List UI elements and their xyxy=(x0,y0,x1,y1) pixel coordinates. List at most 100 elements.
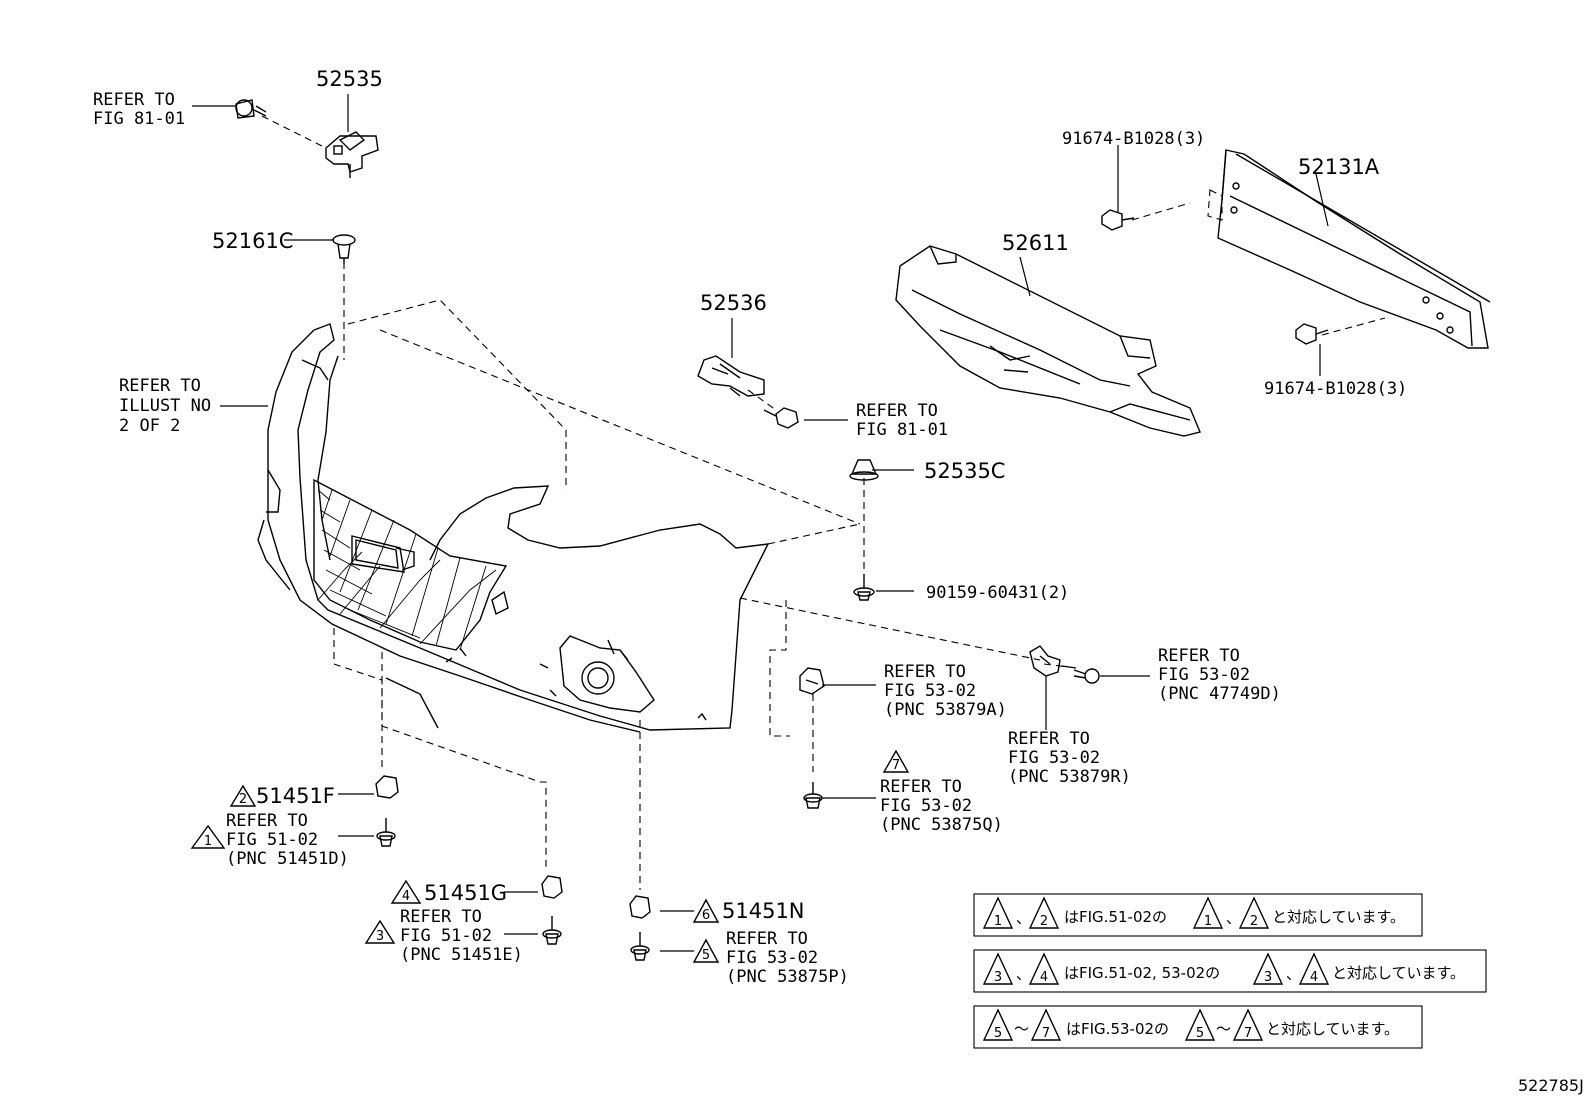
svg-text:1: 1 xyxy=(204,834,212,849)
clip-icon xyxy=(375,775,399,799)
svg-text:7: 7 xyxy=(892,758,900,773)
svg-text:と対応しています。: と対応しています。 xyxy=(1332,964,1465,982)
bracket-icon xyxy=(1029,645,1061,677)
callout-51451g: 51451G xyxy=(424,881,507,905)
svg-text:FIG 51-02: FIG 51-02 xyxy=(400,926,492,946)
note-box-3: 5 ～ 7 はFIG.53-02の 5 ～ 7 と対応しています。 xyxy=(973,1005,1423,1049)
refer-pnc-53875p: REFER TO FIG 53-02 (PNC 53875P) xyxy=(726,929,849,987)
svg-text:5: 5 xyxy=(994,1026,1002,1041)
svg-text:1: 1 xyxy=(994,914,1002,929)
bracket-52535-icon xyxy=(325,131,379,178)
svg-text:2: 2 xyxy=(239,792,247,807)
svg-text:REFER TO: REFER TO xyxy=(400,907,482,927)
svg-text:5: 5 xyxy=(702,948,710,963)
svg-text:3: 3 xyxy=(376,929,384,944)
bolt-icon xyxy=(235,99,267,119)
svg-text:4: 4 xyxy=(402,889,410,904)
screw-icon xyxy=(803,782,823,809)
triangle-marker-6: 6 xyxy=(692,898,720,923)
svg-text:REFER TO: REFER TO xyxy=(119,376,201,396)
svg-text:REFER TO: REFER TO xyxy=(884,662,966,682)
bolt-icon xyxy=(1101,209,1135,231)
svg-text:REFER TO: REFER TO xyxy=(880,777,962,797)
svg-text:(PNC 47749D): (PNC 47749D) xyxy=(1158,684,1281,704)
svg-text:はFIG.53-02の: はFIG.53-02の xyxy=(1066,1020,1169,1038)
grille-mesh-icon xyxy=(313,478,508,651)
svg-text:REFER TO: REFER TO xyxy=(1158,646,1240,666)
assembly-dashed-lines xyxy=(333,299,1041,890)
triangle-marker-7: 7 xyxy=(882,749,910,773)
svg-text:、: 、 xyxy=(1016,909,1031,927)
svg-text:はFIG.51-02, 53-02の: はFIG.51-02, 53-02の xyxy=(1064,964,1220,982)
callout-90159: 90159-60431(2) xyxy=(926,583,1069,603)
svg-text:3: 3 xyxy=(1264,970,1272,985)
svg-text:4: 4 xyxy=(1310,970,1318,985)
callout-52611: 52611 xyxy=(1002,231,1069,255)
triangle-marker-1: 1 xyxy=(190,824,226,849)
refer-pnc-47749d: REFER TO FIG 53-02 (PNC 47749D) xyxy=(1158,646,1281,704)
svg-text:FIG 81-01: FIG 81-01 xyxy=(856,420,948,440)
callout-52535: 52535 xyxy=(316,67,383,91)
bolt-icon xyxy=(763,407,799,429)
svg-text:2: 2 xyxy=(1250,914,1258,929)
svg-text:6: 6 xyxy=(702,908,710,923)
svg-text:はFIG.51-02の: はFIG.51-02の xyxy=(1064,908,1167,926)
svg-text:7: 7 xyxy=(1244,1026,1252,1041)
svg-text:5: 5 xyxy=(1196,1026,1204,1041)
reinforcement-52131a-icon xyxy=(1207,149,1491,349)
refer-pnc-53879a: REFER TO FIG 53-02 (PNC 53879A) xyxy=(884,662,1007,720)
screw-icon xyxy=(542,916,562,945)
svg-text:REFER TO: REFER TO xyxy=(226,811,308,831)
refer-illust-2-of-2: REFER TO ILLUST NO 2 OF 2 xyxy=(119,376,211,436)
svg-text:、: 、 xyxy=(1286,965,1301,983)
svg-text:7: 7 xyxy=(1042,1026,1050,1041)
screw-90159-icon xyxy=(853,574,875,601)
screw-icon xyxy=(630,932,650,961)
svg-text:FIG 81-01: FIG 81-01 xyxy=(93,109,185,129)
svg-text:と対応しています。: と対応しています。 xyxy=(1272,908,1405,926)
triangle-marker-4: 4 xyxy=(390,879,422,904)
callout-91674-bottom: 91674-B1028(3) xyxy=(1264,379,1407,399)
triangle-marker-5: 5 xyxy=(692,938,720,963)
refer-pnc-51451d: REFER TO FIG 51-02 (PNC 51451D) xyxy=(226,811,349,869)
svg-text:(PNC 53875P): (PNC 53875P) xyxy=(726,967,849,987)
svg-text:(PNC 51451E): (PNC 51451E) xyxy=(400,945,523,965)
svg-text:、: 、 xyxy=(1016,965,1031,983)
refer-pnc-51451e: REFER TO FIG 51-02 (PNC 51451E) xyxy=(400,907,523,965)
clip-icon xyxy=(629,895,651,919)
callout-51451f: 51451F xyxy=(256,784,335,808)
triangle-marker-2: 2 xyxy=(229,784,257,807)
svg-text:FIG 53-02: FIG 53-02 xyxy=(1008,748,1100,768)
screw-icon xyxy=(376,818,396,847)
callout-52535c: 52535C xyxy=(924,459,1005,483)
clip-52161c-icon xyxy=(332,234,356,264)
svg-text:1: 1 xyxy=(1204,914,1212,929)
callout-52536: 52536 xyxy=(700,291,767,315)
refer-fig-81-01-top: REFER TO FIG 81-01 xyxy=(93,90,185,129)
svg-text:2: 2 xyxy=(1040,914,1048,929)
svg-text:4: 4 xyxy=(1040,970,1048,985)
svg-text:2 OF 2: 2 OF 2 xyxy=(119,416,180,436)
svg-text:REFER TO: REFER TO xyxy=(856,401,938,421)
svg-text:ILLUST NO: ILLUST NO xyxy=(119,396,211,416)
svg-text:REFER TO: REFER TO xyxy=(93,90,175,110)
svg-text:FIG 53-02: FIG 53-02 xyxy=(1158,665,1250,685)
note-box-1: 1 、 2 はFIG.51-02の 1 、 2 と対応しています。 xyxy=(973,893,1423,937)
refer-pnc-53879r: REFER TO FIG 53-02 (PNC 53879R) xyxy=(1008,729,1131,787)
clip-icon xyxy=(541,875,563,899)
svg-text:FIG 53-02: FIG 53-02 xyxy=(880,796,972,816)
refer-fig-81-01-mid: REFER TO FIG 81-01 xyxy=(856,401,948,440)
screw-icon xyxy=(1073,668,1100,684)
svg-text:(PNC 51451D): (PNC 51451D) xyxy=(226,849,349,869)
refer-pnc-53875q: REFER TO FIG 53-02 (PNC 53875Q) xyxy=(880,777,1003,835)
callout-91674-top: 91674-B1028(3) xyxy=(1062,129,1205,149)
svg-text:～: ～ xyxy=(1216,1020,1231,1038)
svg-text:REFER TO: REFER TO xyxy=(726,929,808,949)
nut-52535c-icon xyxy=(849,459,879,481)
svg-text:と対応しています。: と対応しています。 xyxy=(1266,1020,1399,1038)
front-bumper-cover-icon xyxy=(257,323,770,733)
leader-lines xyxy=(192,94,1386,952)
energy-absorber-52611-icon xyxy=(895,245,1201,437)
svg-text:(PNC 53879A): (PNC 53879A) xyxy=(884,700,1007,720)
